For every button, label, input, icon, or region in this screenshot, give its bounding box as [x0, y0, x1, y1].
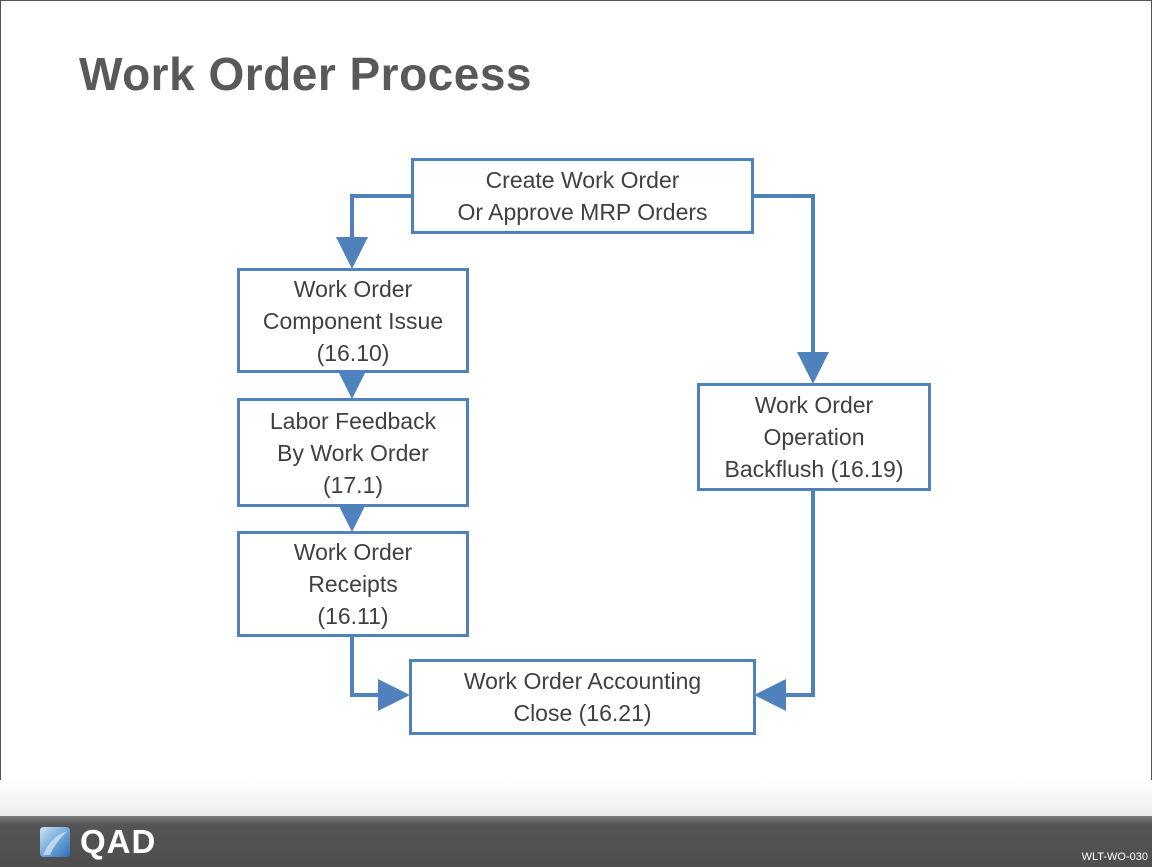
node-labor-line-3: (17.1): [322, 471, 384, 498]
node-receipts-line-1: Work Order: [293, 539, 413, 565]
node-labor-feedback: Labor Feedback By Work Order (17.1): [237, 398, 469, 507]
node-receipts-line-2: Receipts: [308, 571, 398, 597]
node-issue-line-3: (16.10): [316, 339, 390, 366]
node-create-work-order: Create Work Order Or Approve MRP Orders: [411, 158, 754, 234]
node-accounting-close: Work Order Accounting Close (16.21): [409, 659, 756, 735]
footer-fade: [0, 780, 1152, 816]
node-create-line-2: Or Approve MRP Orders: [457, 199, 708, 225]
node-component-issue: Work Order Component Issue (16.10): [237, 268, 469, 373]
qad-logo-mark-icon: [40, 827, 70, 857]
qad-logo-text: QAD: [80, 823, 157, 860]
footer-bar: [0, 816, 1152, 867]
slide-title: Work Order Process: [79, 48, 533, 100]
node-labor-line-1: Labor Feedback: [269, 407, 437, 434]
slide-code: WLT-WO-030: [1081, 851, 1148, 863]
node-create-line-1: Create Work Order: [485, 167, 680, 193]
node-receipts-line-3: (16.11): [317, 603, 389, 629]
node-issue-line-2: Component Issue: [262, 307, 444, 334]
edge-create-to-backflush: [754, 194, 829, 384]
qad-logo: QAD: [38, 825, 156, 859]
node-operation-backflush: Work Order Operation Backflush (16.19): [697, 383, 931, 491]
node-backflush-line-3: Backflush (16.19): [724, 456, 904, 482]
node-backflush-line-1: Work Order: [754, 392, 874, 418]
node-receipts: Work Order Receipts (16.11): [237, 531, 469, 637]
node-issue-line-1: Work Order: [293, 275, 413, 302]
edge-receipts-to-close: [350, 637, 410, 711]
node-close-line-2: Close (16.21): [513, 700, 652, 726]
node-backflush-line-2: Operation: [763, 424, 865, 450]
node-labor-line-2: By Work Order: [277, 439, 429, 466]
node-close-line-1: Work Order Accounting: [463, 668, 702, 694]
edge-backflush-to-close: [754, 491, 815, 711]
edge-create-to-issue: [336, 194, 411, 269]
